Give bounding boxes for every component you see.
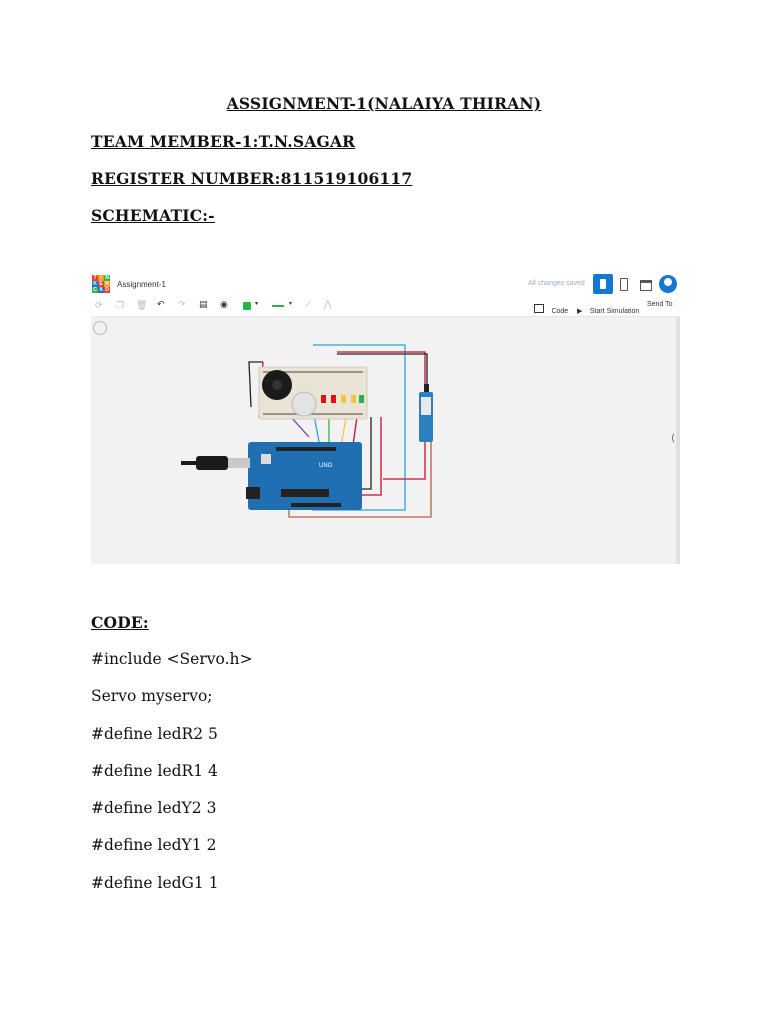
schematic-view-icon[interactable]	[620, 278, 628, 291]
code-line: #define ledY2 3	[91, 799, 217, 817]
redo-icon[interactable]: ↷	[178, 299, 186, 309]
page-title: ASSIGNMENT-1(NALAIYA THIRAN)	[226, 94, 542, 113]
register-number-line: REGISTER NUMBER:811519106117	[91, 169, 413, 188]
zoom-fit-icon[interactable]	[93, 321, 107, 335]
code-line: Servo myservo;	[91, 687, 213, 705]
circuit-drawing: UNO	[181, 344, 433, 518]
team-member-line: TEAM MEMBER-1:T.N.SAGAR	[91, 132, 356, 151]
circuit-canvas[interactable]: ⟨	[91, 317, 680, 564]
led-row	[321, 395, 364, 403]
chevron-down-icon[interactable]: ▾	[289, 301, 293, 307]
send-to-button[interactable]: Send To	[647, 301, 673, 308]
code-line: #define ledY1 2	[91, 836, 217, 854]
board-label: UNO	[319, 463, 333, 469]
code-icon	[534, 304, 544, 314]
user-avatar[interactable]	[659, 275, 677, 293]
schematic-screenshot: T I N K E R C A D Assignment-1 All chang…	[91, 272, 680, 564]
schematic-heading: SCHEMATIC:-	[91, 206, 215, 225]
top-bar: T I N K E R C A D Assignment-1 All chang…	[91, 272, 680, 297]
potentiometer	[291, 391, 317, 417]
code-heading: CODE:	[91, 613, 149, 632]
code-line: #define ledR1 4	[91, 762, 218, 780]
saved-status: All changes saved	[528, 280, 585, 287]
chip-icon	[600, 279, 606, 289]
tinkercad-logo: T I N K E R C A D	[92, 275, 110, 293]
component-list-icon[interactable]	[640, 280, 652, 291]
usb-plug	[226, 458, 250, 468]
visibility-icon[interactable]: ◉	[220, 299, 228, 309]
chevron-down-icon[interactable]: ▾	[255, 301, 259, 307]
collapse-panel-icon[interactable]: ⟨	[671, 433, 675, 444]
start-simulation-button[interactable]: ▶ Start Simulation	[577, 308, 640, 315]
color-swatch[interactable]	[243, 302, 251, 310]
mirror-icon[interactable]: ⋀	[324, 299, 332, 309]
code-line: #include <Servo.h>	[91, 650, 253, 668]
delete-icon[interactable]: 🗑︎	[136, 300, 148, 310]
scrollbar[interactable]	[676, 317, 680, 564]
copy-icon[interactable]: ❐	[116, 300, 125, 310]
project-name[interactable]: Assignment-1	[117, 280, 166, 289]
circuit-view-button[interactable]	[593, 274, 613, 294]
undo-icon[interactable]: ↶	[157, 299, 165, 309]
play-icon: ▶	[577, 308, 583, 315]
flip-icon[interactable]: ⟋	[305, 299, 312, 309]
code-line: #define ledG1 1	[91, 874, 219, 892]
rotate-icon[interactable]: ⟳	[95, 300, 103, 310]
note-icon[interactable]: ▤	[199, 299, 208, 309]
code-button[interactable]: Code	[534, 300, 568, 315]
arduino-board	[248, 442, 362, 510]
wire-style-icon[interactable]	[272, 305, 284, 307]
usb-cable	[196, 456, 228, 470]
code-line: #define ledR2 5	[91, 725, 218, 743]
edit-toolbar: ⟳ ❐ 🗑︎ ↶ ↷ ▤ ◉ ▾ ▾ ⟋ ⋀ Code ▶ Start Simu…	[91, 296, 680, 317]
